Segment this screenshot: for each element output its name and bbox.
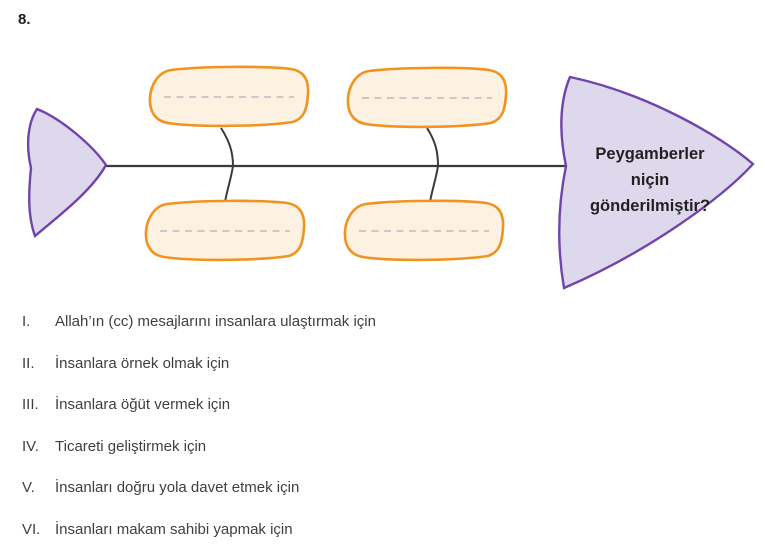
fish-rib-line-left <box>220 127 235 203</box>
blank-cause-box-top-left <box>148 65 310 128</box>
item-numeral: V. <box>22 479 35 496</box>
fish-tail-shape <box>26 107 108 239</box>
item-numeral: I. <box>22 313 31 330</box>
list-item: II. İnsanlara örnek olmak için <box>22 353 722 375</box>
list-item: V. İnsanları doğru yola davet etmek için <box>22 477 722 499</box>
fishbone-diagram <box>26 65 755 290</box>
fish-head-shape <box>558 75 755 290</box>
blank-cause-box-top-right <box>346 66 508 129</box>
item-text: İnsanlara örnek olmak için <box>55 354 230 372</box>
question-number: 8. <box>18 11 31 28</box>
item-text: Ticareti geliştirmek için <box>55 437 207 455</box>
item-numeral: II. <box>22 354 35 372</box>
item-text: İnsanları doğru yola davet etmek için <box>55 479 300 496</box>
list-item: VI. İnsanları makam sahibi yapmak için <box>22 519 722 541</box>
blank-cause-box-bottom-right <box>343 199 505 262</box>
fish-head-question-text: Peygamberler niçin gönderilmiştir? <box>589 145 711 215</box>
item-text: Allah’ın (cc) mesajlarını insanlara ulaş… <box>55 313 376 330</box>
item-numeral: III. <box>22 396 39 413</box>
item-numeral: IV. <box>22 437 39 455</box>
list-item: IV. Ticareti geliştirmek için <box>22 436 722 458</box>
list-item: III. İnsanlara öğüt vermek için <box>22 394 722 416</box>
item-numeral: VI. <box>22 520 41 538</box>
item-text: İnsanlara öğüt vermek için <box>55 396 231 413</box>
blank-cause-box-bottom-left <box>144 199 306 262</box>
item-text: İnsanları makam sahibi yapmak için <box>55 520 293 538</box>
statement-list: I. Allah’ın (cc) mesajlarını insanlara u… <box>22 311 722 541</box>
list-item: I. Allah’ın (cc) mesajlarını insanlara u… <box>22 311 722 333</box>
fish-rib-line-right <box>426 127 440 203</box>
